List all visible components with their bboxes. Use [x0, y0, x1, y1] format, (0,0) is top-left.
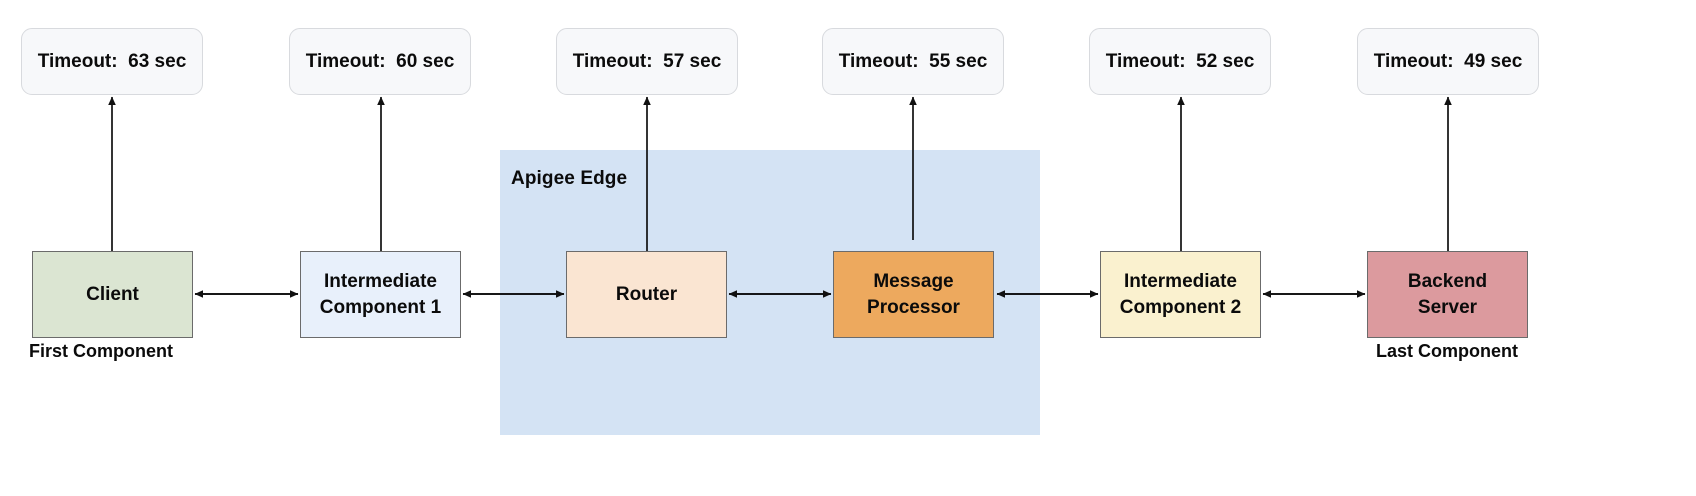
timeout-client: Timeout: 63 sec — [21, 28, 203, 95]
node-backend-server-label: Backend Server — [1407, 271, 1488, 318]
node-intermediate-1-label: Intermediate Component 1 — [319, 271, 442, 318]
timeout-intermediate-1: Timeout: 60 sec — [289, 28, 471, 95]
node-message-processor: Message Processor — [833, 251, 994, 338]
timeout-intermediate-2: Timeout: 52 sec — [1089, 28, 1271, 95]
timeout-backend-server: Timeout: 49 sec — [1357, 28, 1539, 95]
node-router-label: Router — [615, 283, 678, 305]
node-intermediate-2: Intermediate Component 2 — [1100, 251, 1261, 338]
caption-first-component: First Component — [29, 341, 173, 361]
node-message-processor-label: Message Processor — [867, 271, 960, 318]
timeout-router: Timeout: 57 sec — [556, 28, 738, 95]
node-client-label: Client — [86, 283, 139, 305]
node-router: Router — [566, 251, 727, 338]
apigee-edge-label: Apigee Edge — [511, 168, 628, 189]
node-backend-server: Backend Server — [1367, 251, 1528, 338]
node-client: Client — [32, 251, 193, 338]
node-intermediate-1: Intermediate Component 1 — [300, 251, 461, 338]
caption-last-component: Last Component — [1376, 341, 1518, 361]
timeout-message-processor: Timeout: 55 sec — [822, 28, 1004, 95]
node-intermediate-2-label: Intermediate Component 2 — [1119, 271, 1242, 318]
